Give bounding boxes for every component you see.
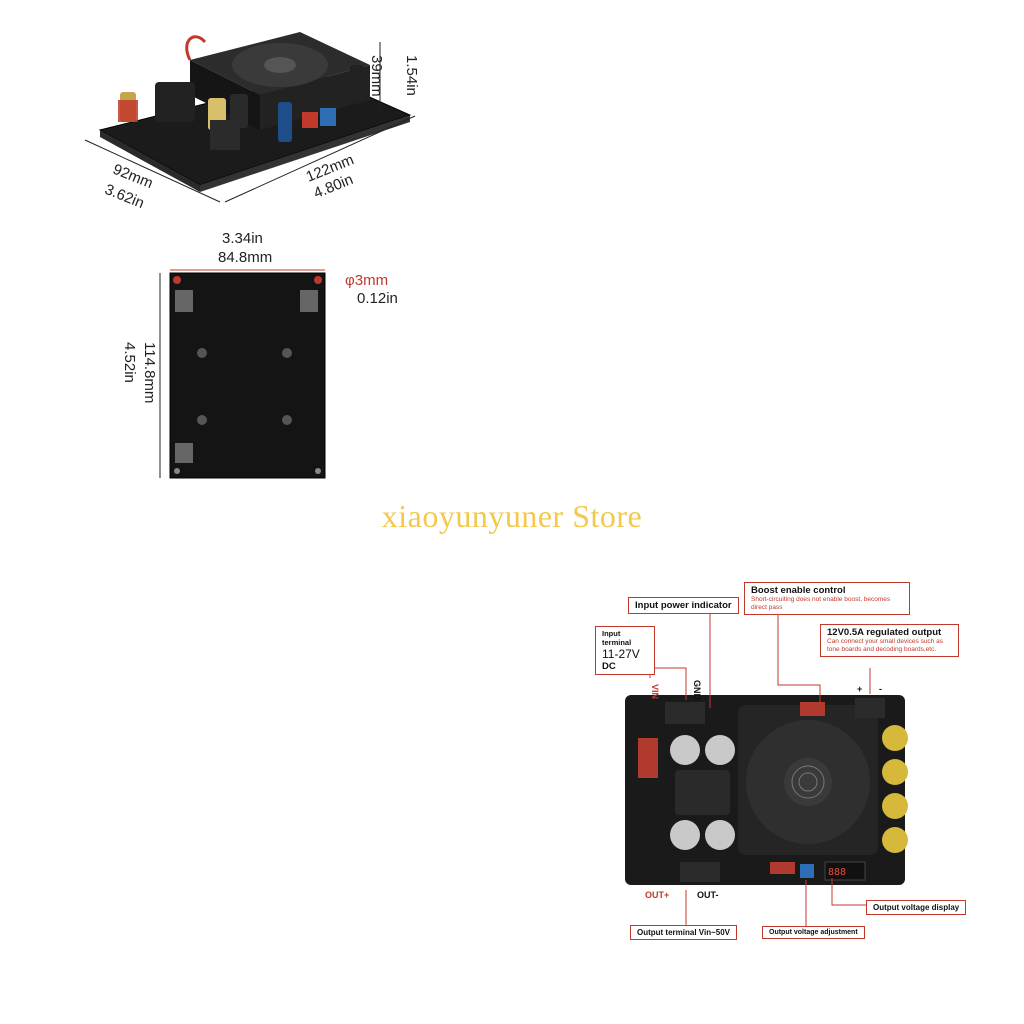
input-terminal-title: Input terminal bbox=[602, 629, 632, 647]
board-bottom-view bbox=[150, 268, 330, 483]
hole-mm-label: φ3mm bbox=[345, 272, 389, 289]
out-plus-pin-label: OUT+ bbox=[645, 890, 670, 900]
input-terminal-callout: Input terminal 11-27V DC bbox=[595, 626, 655, 675]
bottom-width-in-label: 3.34in bbox=[222, 230, 263, 247]
output-voltage-adjustment-label: Output voltage adjustment bbox=[769, 929, 858, 936]
board-bottom-illustration bbox=[159, 269, 326, 479]
hole-in-label: 0.12in bbox=[357, 290, 398, 307]
boost-enable-note: Short-circuiting does not enable boost, … bbox=[751, 596, 891, 612]
output-voltage-adjustment-callout: Output voltage adjustment bbox=[762, 926, 865, 939]
gnd-pin-label: GND bbox=[692, 680, 702, 700]
output-voltage-display-callout: Output voltage display bbox=[866, 900, 967, 915]
store-name: xiaoyunyuner Store bbox=[381, 498, 643, 534]
regulated-output-note: Can connect your small devices such as t… bbox=[827, 638, 943, 654]
annotated-board-illustration: 888 bbox=[625, 695, 908, 885]
regulated-output-callout: 12V0.5A regulated output Can connect you… bbox=[820, 624, 959, 658]
output-terminal-callout: Output terminal Vin~50V bbox=[630, 925, 737, 940]
boost-enable-title: Boost enable control bbox=[751, 585, 846, 596]
regulated-output-title: 12V0.5A regulated output bbox=[827, 627, 942, 638]
input-dc-label: DC bbox=[602, 661, 616, 672]
height-in-label: 1.54in bbox=[403, 55, 420, 96]
bottom-height-in-label: 4.52in bbox=[121, 342, 138, 383]
vin-pin-label: VIN bbox=[650, 684, 660, 700]
output-voltage-display-label: Output voltage display bbox=[873, 903, 960, 912]
board-3d-view bbox=[80, 20, 440, 220]
out-minus-pin-label: OUT- bbox=[697, 890, 719, 900]
bottom-height-mm-label: 114.8mm bbox=[141, 342, 158, 404]
bottom-width-mm-label: 84.8mm bbox=[218, 249, 273, 266]
boost-enable-callout: Boost enable control Short-circuiting do… bbox=[744, 582, 910, 616]
output-terminal-label: Output terminal Vin~50V bbox=[637, 928, 730, 937]
input-power-indicator-label: Input power indicator bbox=[635, 600, 732, 611]
input-power-indicator-callout: Input power indicator bbox=[628, 597, 739, 614]
board-3d-illustration bbox=[84, 32, 416, 203]
reg-plus-pin-label: + bbox=[857, 684, 863, 694]
height-mm-label: 39mm bbox=[368, 55, 385, 97]
reg-minus-pin-label: - bbox=[879, 684, 882, 694]
annotated-board: 888 bbox=[620, 690, 915, 890]
svg-text:888: 888 bbox=[828, 867, 846, 878]
input-voltage-label: 11-27V bbox=[602, 647, 640, 661]
